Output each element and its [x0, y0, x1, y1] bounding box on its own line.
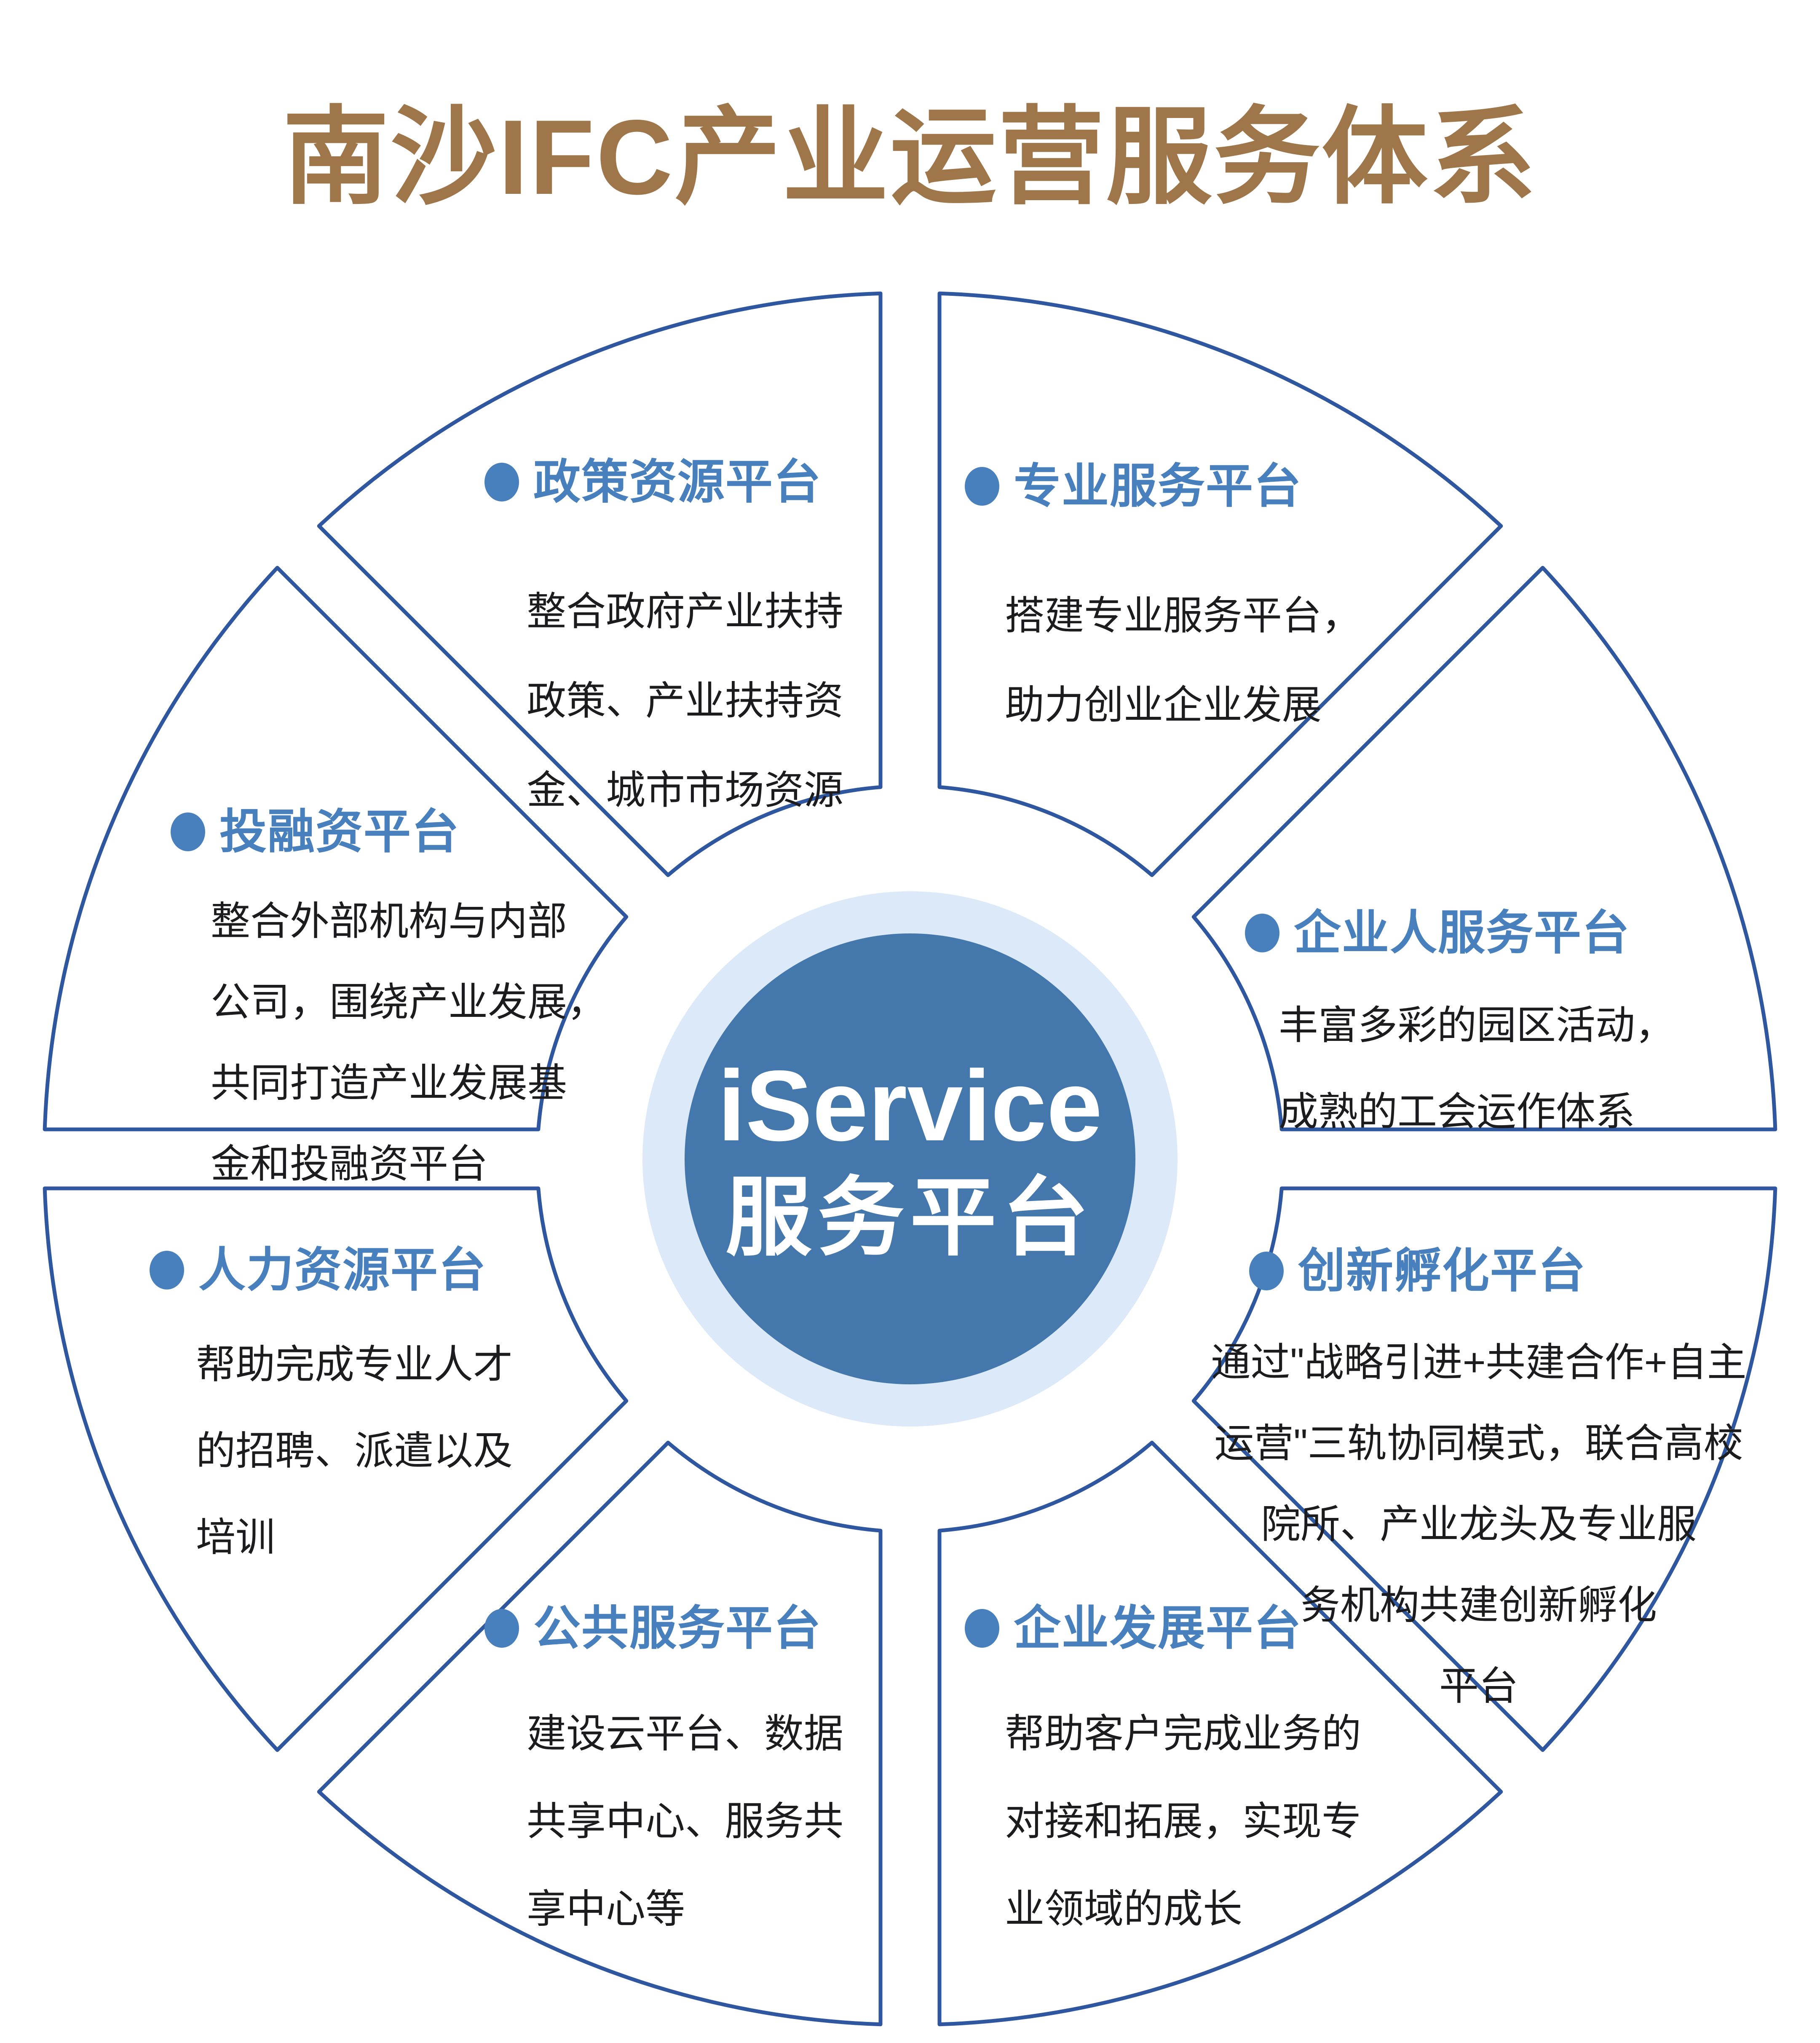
sector-shape-investment-financing [43, 566, 629, 1131]
bullet-dot-icon [1249, 1252, 1284, 1290]
sector-heading: 人力资源平台 [198, 1244, 487, 1296]
sector-heading: 公共服务平台 [533, 1602, 822, 1654]
sector-innovation-incubation: 创新孵化平台 通过"战略引进+共建合作+自主 运营"三轨协同模式，联合高校 院所… [1194, 1243, 1763, 1727]
sector-heading-row: 投融资平台 [171, 804, 607, 860]
sector-enterprise-development: 企业发展平台 帮助客户完成业务的 对接和拓展，实现专 业领域的成长 [965, 1601, 1361, 1953]
sector-professional-service: 专业服务平台 搭建专业服务平台， 助力创业企业发展 [965, 458, 1361, 750]
sector-policy-resource: 政策资源平台 整合政府产业扶持 政策、产业扶持资 金、城市市场资源 [484, 454, 843, 835]
sector-heading: 创新孵化平台 [1298, 1244, 1586, 1297]
bullet-dot-icon [150, 1251, 184, 1290]
bullet-dot-icon [1245, 914, 1279, 952]
sector-heading-row: 专业服务平台 [965, 458, 1361, 514]
sector-body: 帮助客户完成业务的 对接和拓展，实现专 业领域的成长 [1005, 1711, 1362, 1931]
sector-investment-financing: 投融资平台 整合外部机构与内部 公司，围绕产业发展， 共同打造产业发展基 金和投… [171, 804, 607, 1204]
sector-enterprise-people-service: 企业人服务平台 丰富多彩的园区活动， 成熟的工会运作体系 [1245, 905, 1675, 1155]
sector-body: 丰富多彩的园区活动， 成熟的工会运作体系 [1279, 1003, 1675, 1134]
sector-heading: 专业服务平台 [1014, 460, 1302, 512]
sector-body: 整合外部机构与内部 公司，围绕产业发展， 共同打造产业发展基 金和投融资平台 [211, 899, 607, 1186]
bullet-dot-icon [171, 812, 205, 851]
bullet-dot-icon [965, 467, 999, 506]
center-hub-name: iService [717, 1050, 1103, 1162]
sector-heading-row: 人力资源平台 [150, 1242, 513, 1298]
sector-body: 建设云平台、数据 共享中心、服务共 享中心等 [527, 1711, 844, 1931]
sector-heading-row: 政策资源平台 [484, 454, 843, 510]
sector-heading-row: 企业人服务平台 [1245, 905, 1675, 961]
sector-shape-public-service [317, 1440, 883, 2027]
sector-heading: 企业人服务平台 [1294, 906, 1630, 959]
center-hub-label: iService 服务平台 [594, 1024, 1226, 1294]
center-hub-circle [685, 933, 1135, 1384]
sector-shape-enterprise-people-service [1191, 566, 1777, 1131]
sector-heading-row: 企业发展平台 [965, 1601, 1361, 1656]
sector-body: 通过"战略引进+共建合作+自主 运营"三轨协同模式，联合高校 院所、产业龙头及专… [1211, 1340, 1747, 1708]
sector-human-resource: 人力资源平台 帮助完成专业人才 的招聘、派遣以及 培训 [150, 1242, 513, 1580]
sector-shape-professional-service [937, 291, 1503, 877]
sector-body: 整合政府产业扶持 政策、产业扶持资 金、城市市场资源 [527, 589, 844, 812]
sector-heading-row: 公共服务平台 [484, 1601, 843, 1656]
bullet-dot-icon [484, 463, 519, 501]
center-hub-subtitle: 服务平台 [725, 1169, 1095, 1266]
sector-shape-policy-resource [317, 291, 883, 877]
sector-shape-human-resource [43, 1186, 629, 1752]
sector-heading: 政策资源平台 [533, 456, 822, 508]
sector-heading: 企业发展平台 [1014, 1602, 1302, 1654]
sector-body: 搭建专业服务平台， 助力创业企业发展 [1005, 593, 1362, 727]
sector-body: 帮助完成专业人才 的招聘、派遣以及 培训 [196, 1342, 513, 1559]
sector-shape-enterprise-development [937, 1440, 1503, 2027]
sector-heading-row: 创新孵化平台 [1194, 1243, 1763, 1299]
page-title: 南沙IFC产业运营服务体系 [283, 98, 1537, 217]
bullet-dot-icon [484, 1609, 519, 1648]
bullet-dot-icon [965, 1609, 999, 1648]
sector-heading: 投融资平台 [219, 805, 460, 858]
sector-public-service: 公共服务平台 建设云平台、数据 共享中心、服务共 享中心等 [484, 1601, 843, 1953]
